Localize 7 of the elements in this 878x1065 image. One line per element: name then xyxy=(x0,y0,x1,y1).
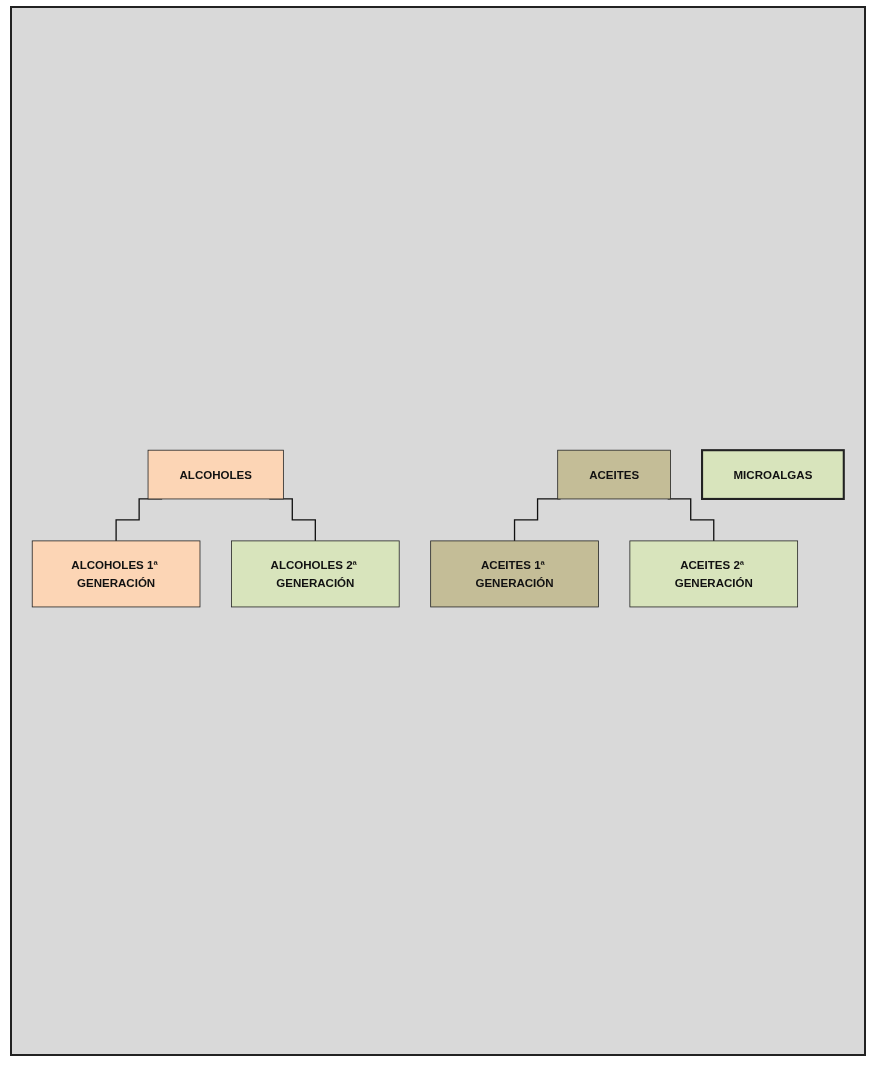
node-box: ALCOHOLES xyxy=(147,450,284,500)
node-box: ALCOHOLES 2ª GENERACIÓN xyxy=(231,540,400,608)
node-box: ACEITES xyxy=(557,450,671,500)
node-box: ALCOHOLES 1ª GENERACIÓN xyxy=(31,540,201,608)
node-box: ACEITES 2ª GENERACIÓN xyxy=(629,540,799,608)
node-box: ACEITES 1ª GENERACIÓN xyxy=(430,540,599,608)
node-box: MICROALGAS xyxy=(701,449,845,501)
